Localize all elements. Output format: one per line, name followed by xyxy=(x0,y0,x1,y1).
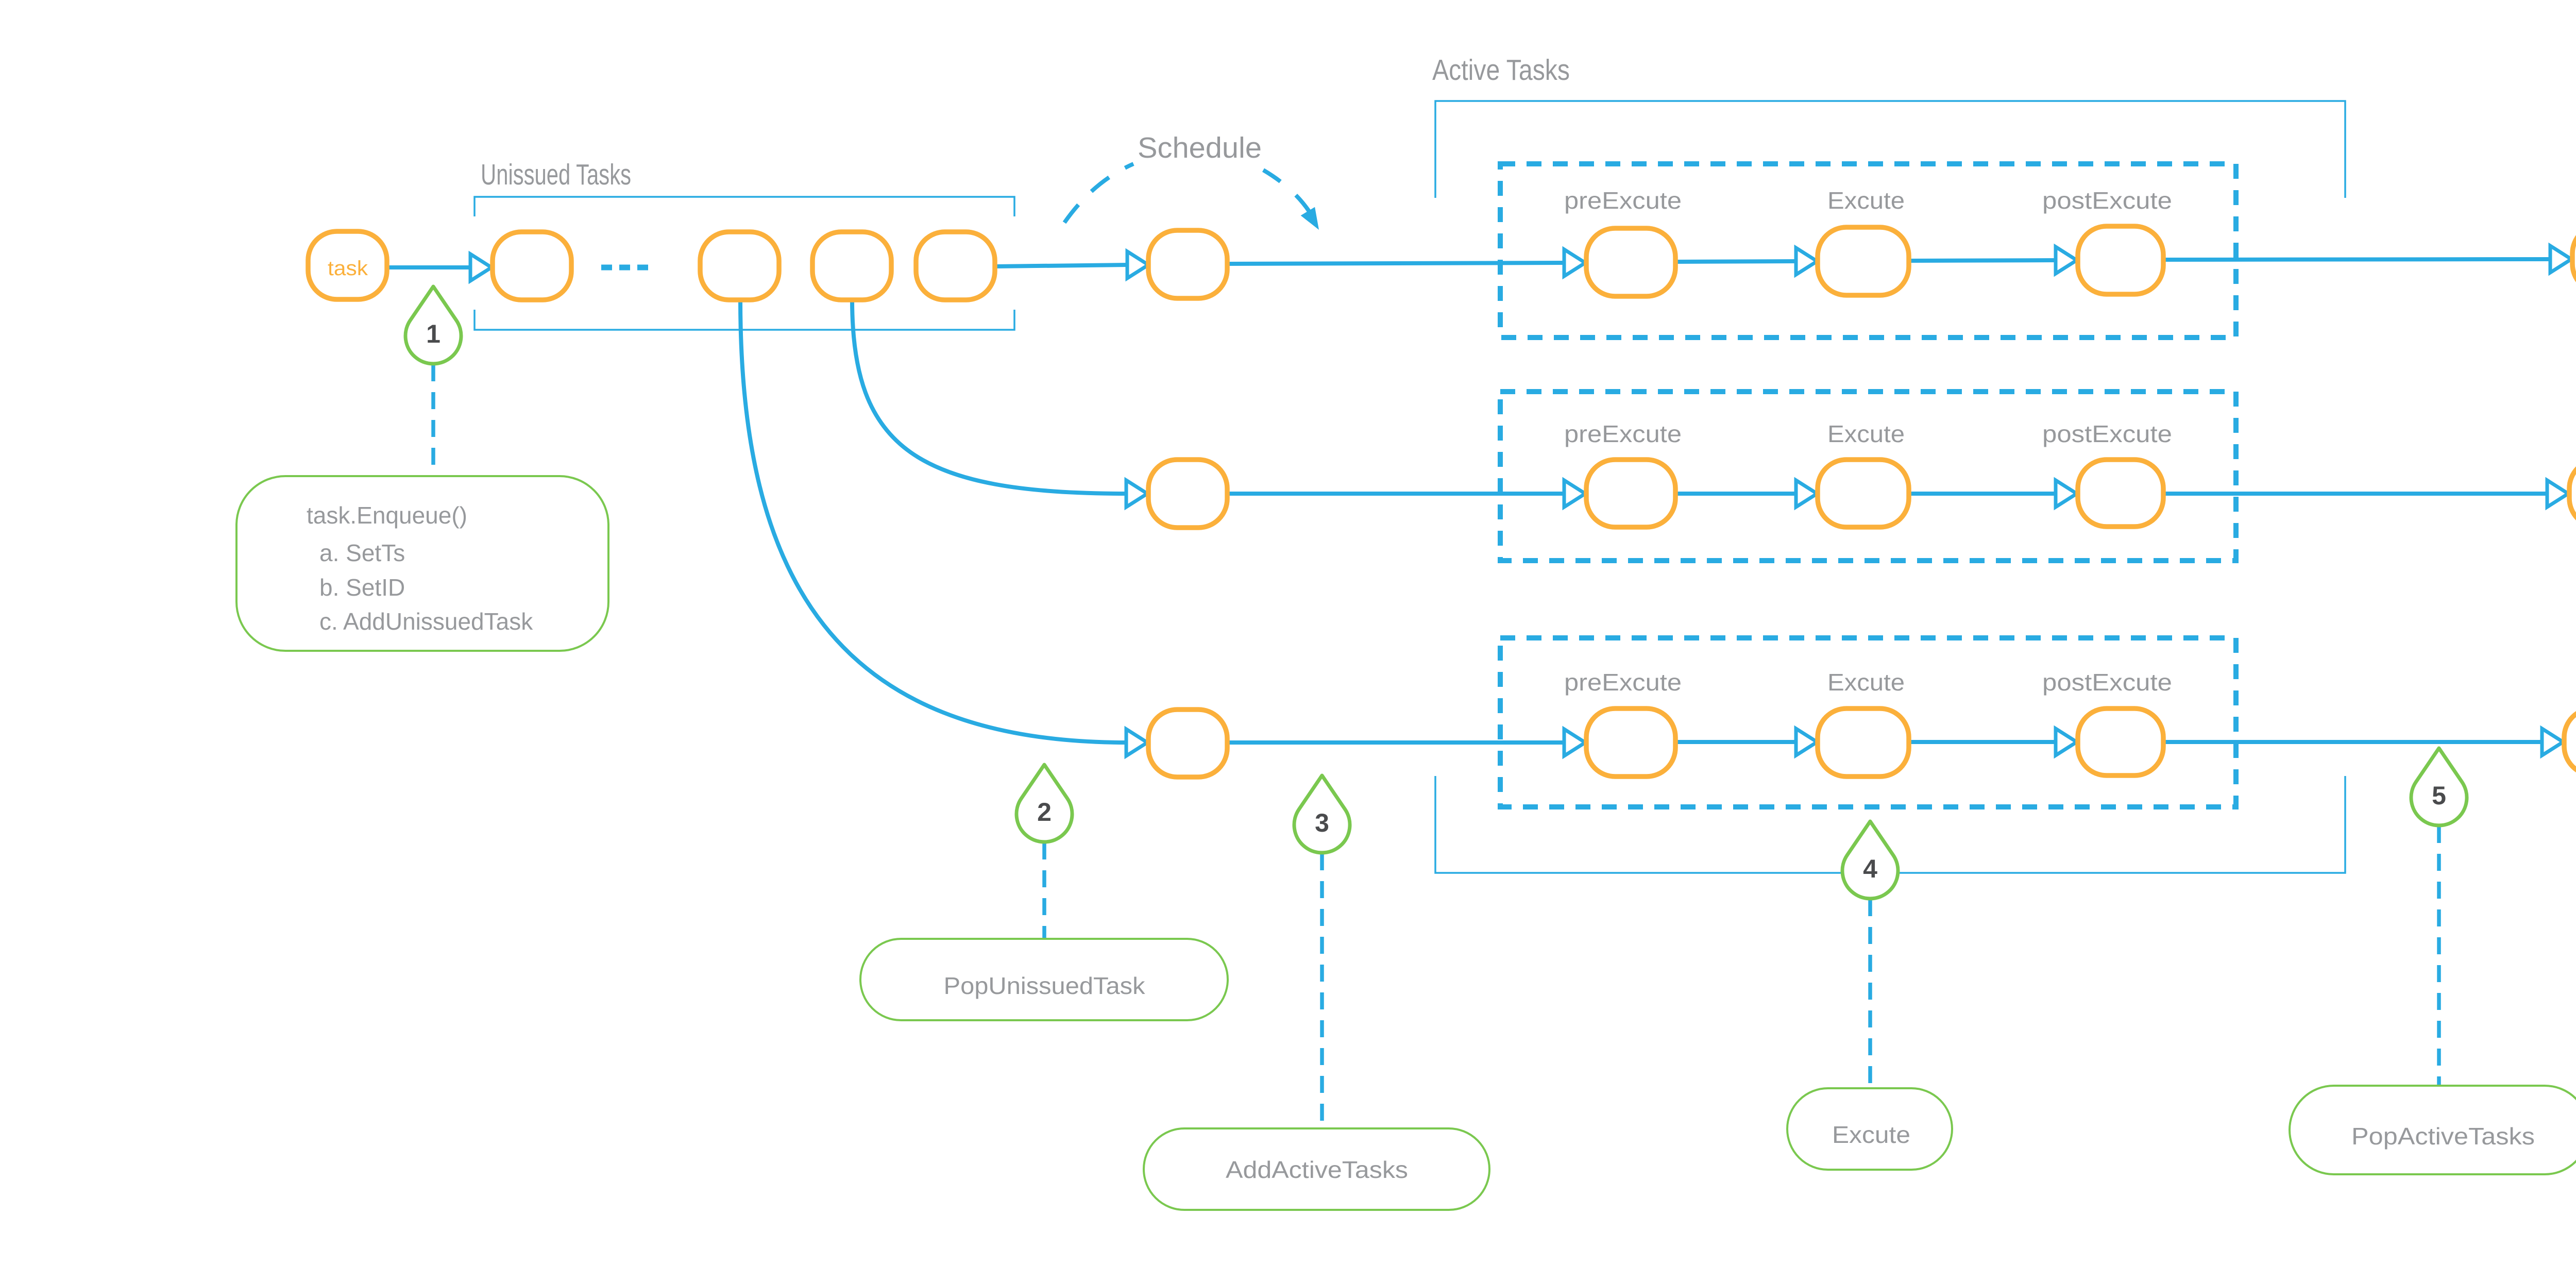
svg-text:AddActiveTasks: AddActiveTasks xyxy=(1226,1156,1408,1183)
svg-text:Active Tasks: Active Tasks xyxy=(1432,54,1570,87)
svg-text:Schedule: Schedule xyxy=(1138,131,1262,164)
svg-text:a. SetTs: a. SetTs xyxy=(319,539,405,566)
svg-text:preExcute: preExcute xyxy=(1564,669,1682,696)
svg-text:Excute: Excute xyxy=(1827,187,1905,214)
svg-text:task.Enqueue(): task.Enqueue() xyxy=(307,502,467,529)
svg-text:3: 3 xyxy=(1315,808,1329,837)
svg-text:1: 1 xyxy=(426,319,440,348)
svg-text:Excute: Excute xyxy=(1832,1121,1910,1148)
svg-text:preExcute: preExcute xyxy=(1564,420,1682,447)
svg-text:PopUnissuedTask: PopUnissuedTask xyxy=(944,972,1146,999)
svg-text:postExcute: postExcute xyxy=(2042,669,2172,696)
svg-text:PopActiveTasks: PopActiveTasks xyxy=(2351,1123,2535,1150)
svg-text:2: 2 xyxy=(1037,798,1052,826)
svg-text:preExcute: preExcute xyxy=(1564,187,1682,214)
svg-text:b. SetID: b. SetID xyxy=(319,574,405,601)
svg-text:Unissued Tasks: Unissued Tasks xyxy=(481,158,631,191)
svg-text:5: 5 xyxy=(2432,781,2446,810)
svg-text:c. AddUnissuedTask: c. AddUnissuedTask xyxy=(319,608,533,635)
svg-text:postExcute: postExcute xyxy=(2042,187,2172,214)
svg-text:postExcute: postExcute xyxy=(2042,420,2172,447)
svg-text:task: task xyxy=(328,257,368,280)
svg-text:Excute: Excute xyxy=(1827,420,1905,447)
svg-text:Excute: Excute xyxy=(1827,669,1905,696)
svg-text:4: 4 xyxy=(1863,854,1877,883)
